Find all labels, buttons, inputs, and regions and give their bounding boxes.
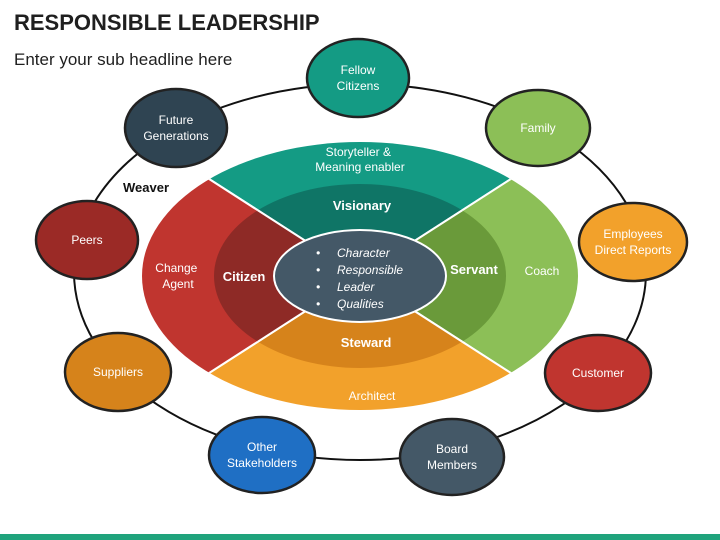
center-bullet-mark: • (316, 280, 320, 294)
inner-label-right: Servant (450, 262, 498, 277)
center-bullet-text: Responsible (337, 263, 403, 277)
satellite-circle (484, 88, 592, 168)
satellite-label: Family (520, 121, 555, 135)
satellite-peers: Peers (34, 199, 140, 281)
outer-label-bottom: Architect (349, 389, 396, 403)
center-bullet-text: Qualities (337, 297, 384, 311)
satellite-circle (63, 331, 173, 413)
satellite-suppliers: Suppliers (63, 331, 173, 413)
satellite-circle (123, 87, 229, 169)
outer-label-right: Coach (525, 264, 560, 278)
satellite-label: Suppliers (93, 365, 143, 379)
orbit-label-weaver: Weaver (123, 180, 169, 195)
satellite-circle (543, 333, 653, 413)
satellite-label: Peers (71, 233, 102, 247)
inner-label-bottom: Steward (341, 335, 392, 350)
satellite-label: Customer (572, 366, 624, 380)
page-title: RESPONSIBLE LEADERSHIP (14, 10, 320, 35)
bottom-accent-bar (0, 534, 720, 540)
satellite-circle (577, 201, 689, 283)
center-bullet-text: Character (337, 246, 391, 260)
page-subtitle: Enter your sub headline here (14, 50, 233, 69)
outer-label-left: Change Agent (155, 261, 200, 291)
satellite-circle (34, 199, 140, 281)
satellite-family: Family (484, 88, 592, 168)
satellite-circle (305, 37, 411, 119)
center-bullet-text: Leader (337, 280, 375, 294)
inner-label-top: Visionary (333, 198, 392, 213)
satellite-customer: Customer (543, 333, 653, 413)
satellite-circle (398, 417, 506, 497)
center-ellipse (273, 229, 447, 323)
center-bullet-mark: • (316, 297, 320, 311)
center-bullet-mark: • (316, 263, 320, 277)
inner-label-left: Citizen (223, 269, 266, 284)
outer-label-top: Storyteller & Meaning enabler (315, 145, 404, 174)
center-bullets: • Character • Responsible • Leader • Qua… (316, 246, 403, 311)
center-bullet-mark: • (316, 246, 320, 260)
satellite-circle (207, 415, 317, 495)
